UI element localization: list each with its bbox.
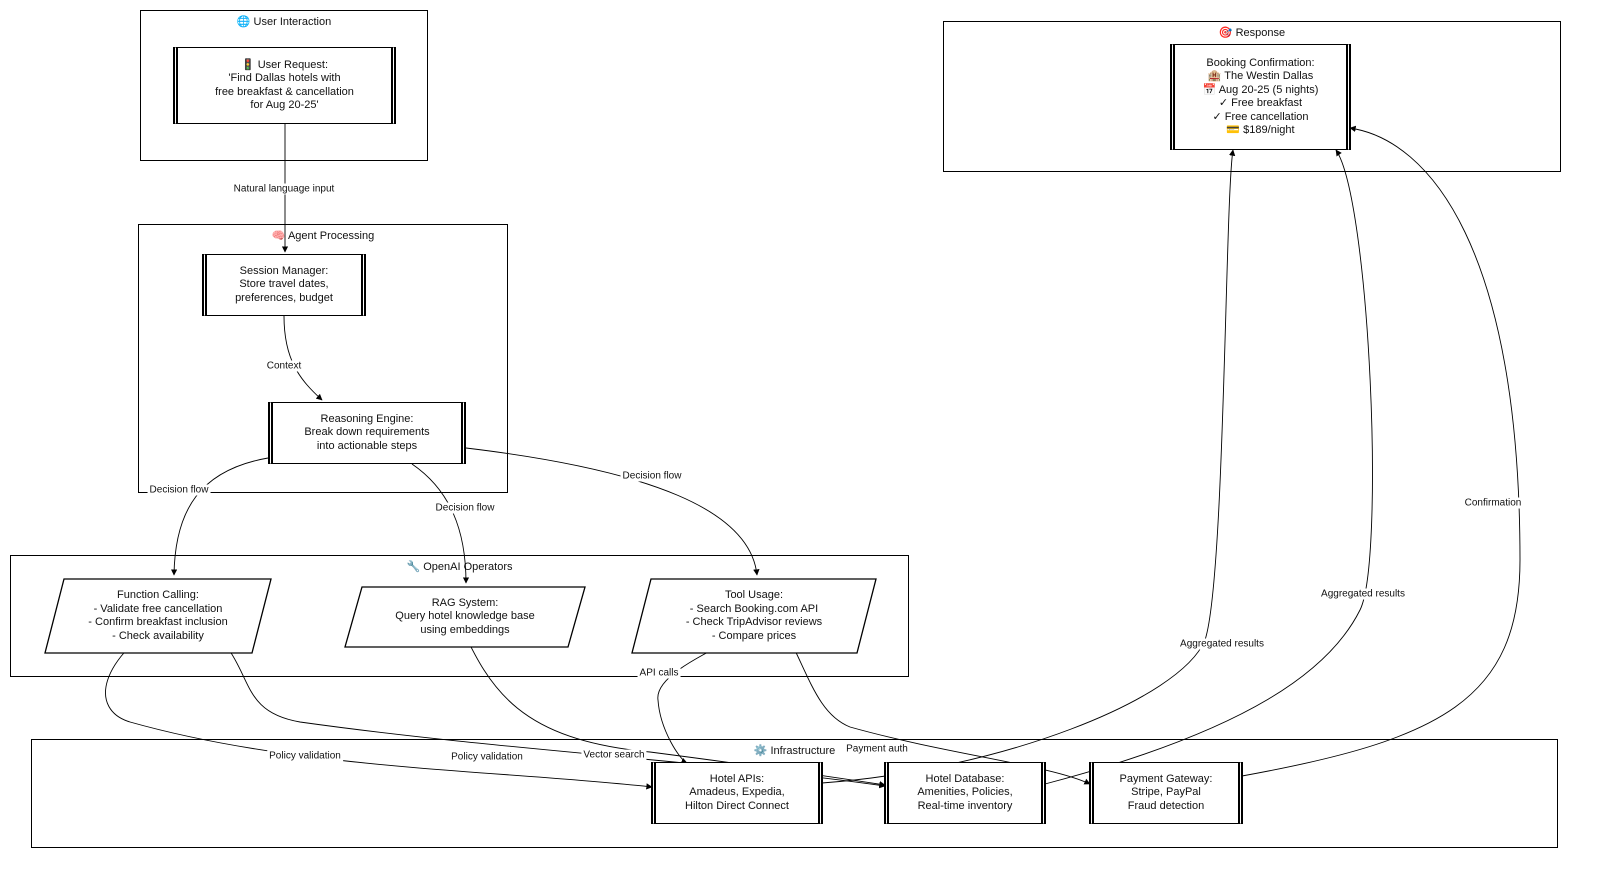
edge-label-decision-flow-1: Decision flow [147, 484, 211, 496]
hotel-database-node[interactable]: Hotel Database: Amenities, Policies, Rea… [884, 762, 1046, 824]
edge-payment-to-confirmation [1241, 125, 1521, 777]
cluster-title: 🔧 OpenAI Operators [11, 560, 908, 573]
cluster-label: Infrastructure [770, 745, 836, 757]
hotel-apis-node[interactable]: Hotel APIs: Amadeus, Expedia, Hilton Dir… [651, 762, 823, 824]
function-calling-node[interactable]: Function Calling: - Validate free cancel… [44, 578, 272, 654]
user-request-node[interactable]: 🚦 User Request: 'Find Dallas hotels with… [173, 47, 396, 124]
cluster-title: 🎯 Response [944, 26, 1560, 39]
payment-gateway-node[interactable]: Payment Gateway: Stripe, PayPal Fraud de… [1089, 762, 1243, 824]
edge-label-policy-validation-1: Policy validation [267, 750, 343, 762]
brain-icon: 🧠 [271, 230, 286, 242]
edge-db-to-confirmation [1044, 149, 1373, 785]
edge-label-payment-auth: Payment auth [844, 743, 910, 755]
rag-system-node[interactable]: RAG System: Query hotel knowledge base u… [344, 586, 586, 648]
target-icon: 🎯 [1218, 27, 1233, 39]
edge-label-aggregated-results-1: Aggregated results [1178, 638, 1266, 650]
booking-confirmation-node[interactable]: Booking Confirmation: 🏨 The Westin Dalla… [1170, 44, 1351, 150]
parallelogram-shape [344, 586, 586, 648]
edge-label-decision-flow-2: Decision flow [433, 502, 497, 514]
edge-label-api-calls: API calls [637, 667, 681, 679]
cluster-label: Response [1235, 27, 1286, 39]
parallelogram-shape [44, 578, 272, 654]
edge-apis-to-confirmation [821, 149, 1236, 784]
edge-label-policy-validation-2: Policy validation [449, 751, 525, 763]
cluster-title: ⚙️ Infrastructure [32, 744, 1557, 757]
globe-icon: 🌐 [236, 16, 251, 28]
edge-label-context: Context [264, 360, 304, 372]
session-manager-node[interactable]: Session Manager: Store travel dates, pre… [202, 254, 366, 316]
cluster-label: User Interaction [253, 16, 332, 28]
edge-label-vector-search: Vector search [581, 749, 647, 761]
wrench-icon: 🔧 [406, 561, 421, 573]
function-calling-label: Function Calling: - Validate free cancel… [88, 589, 228, 642]
rag-system-label: RAG System: Query hotel knowledge base u… [395, 596, 535, 636]
tool-usage-node[interactable]: Tool Usage: - Search Booking.com API - C… [631, 578, 877, 654]
edge-label-confirmation: Confirmation [1462, 497, 1524, 509]
cluster-label: OpenAI Operators [423, 561, 513, 573]
gear-icon: ⚙️ [753, 745, 768, 757]
reasoning-engine-node[interactable]: Reasoning Engine: Break down requirement… [268, 402, 466, 464]
cluster-title: 🌐 User Interaction [141, 15, 427, 28]
edge-label-aggregated-results-2: Aggregated results [1319, 588, 1407, 600]
cluster-label: Agent Processing [287, 230, 375, 242]
cluster-title: 🧠 Agent Processing [139, 229, 507, 242]
tool-usage-label: Tool Usage: - Search Booking.com API - C… [685, 589, 823, 642]
parallelogram-shape [631, 578, 877, 654]
edge-label-decision-flow-3: Decision flow [620, 470, 684, 482]
edge-label-natural-language-input: Natural language input [231, 183, 337, 195]
